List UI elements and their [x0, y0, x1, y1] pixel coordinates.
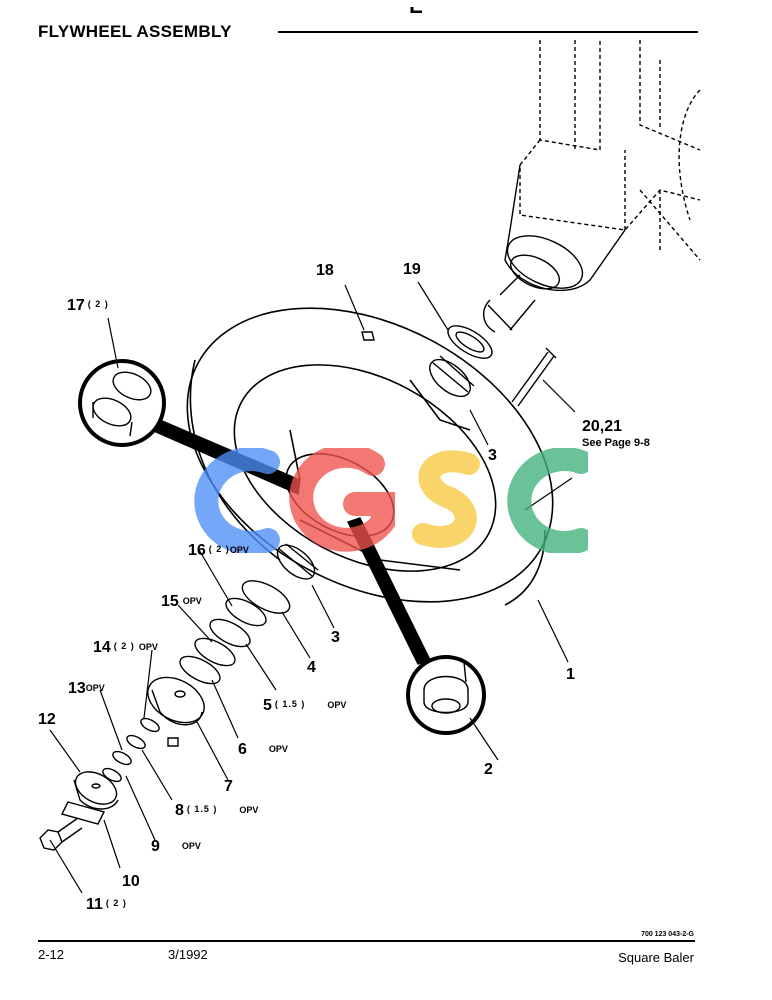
leader-lines: [49, 281, 576, 894]
callout-4: 4: [307, 659, 316, 676]
bearing-upper: [429, 325, 493, 398]
retainer-plate-7: [147, 676, 205, 726]
nut-18: [361, 331, 375, 341]
shim-5: [209, 618, 251, 648]
plate-12: [73, 771, 119, 810]
callout-7: 7: [224, 778, 233, 795]
callout-3-upper: 3: [488, 447, 497, 464]
pin-14: [167, 737, 179, 747]
shim-16: [225, 597, 267, 627]
gearbox-housing: [519, 40, 701, 261]
callout-3-lower: 3: [331, 629, 340, 646]
drawing-number: 700 123 043-2-G: [641, 931, 694, 938]
cropped-heading-fragment: [408, 0, 434, 14]
title-rule: [278, 31, 698, 33]
washer-8: [126, 734, 146, 750]
callout-8: 8( 1.5 )OPV: [175, 802, 259, 819]
callout-19: 19: [403, 261, 421, 278]
page-title: FLYWHEEL ASSEMBLY: [38, 22, 232, 41]
callout-2: 2: [484, 761, 493, 778]
flywheel: [186, 307, 554, 606]
callout-1: 1: [566, 666, 575, 683]
callout-11: 11( 2 ): [86, 896, 127, 913]
callout-18: 18: [316, 262, 334, 279]
washer-9: [102, 767, 122, 783]
callout-14: 14( 2 )OPV: [93, 639, 158, 656]
publication-date: 3/1992: [168, 947, 208, 962]
shim-15: [194, 637, 236, 667]
washer-14: [140, 717, 160, 733]
detail-bubble-17: [78, 359, 166, 447]
shim-6: [179, 655, 221, 685]
callout-13: 13OPV: [68, 680, 105, 697]
footer-rule: [38, 940, 695, 942]
washer-13: [112, 750, 132, 766]
callout-10: 10: [122, 873, 140, 890]
lock-plate-10: [60, 801, 106, 825]
bearing-lower: [276, 543, 319, 580]
product-name: Square Baler: [618, 950, 694, 965]
detail-bubble-2: [406, 655, 486, 735]
gearbox-output-housing: [483, 164, 626, 333]
bolt-20-21: [511, 347, 557, 407]
bolt-11: [39, 817, 83, 851]
callout-5: 5( 1.5 )OPV: [263, 697, 347, 714]
page-number: 2-12: [38, 947, 65, 962]
callout-17: 17( 2 ): [67, 297, 109, 314]
snap-ring-4: [241, 580, 291, 614]
callout-12: 12: [38, 711, 56, 728]
callout-16: 16( 2 )OPV: [188, 542, 249, 559]
